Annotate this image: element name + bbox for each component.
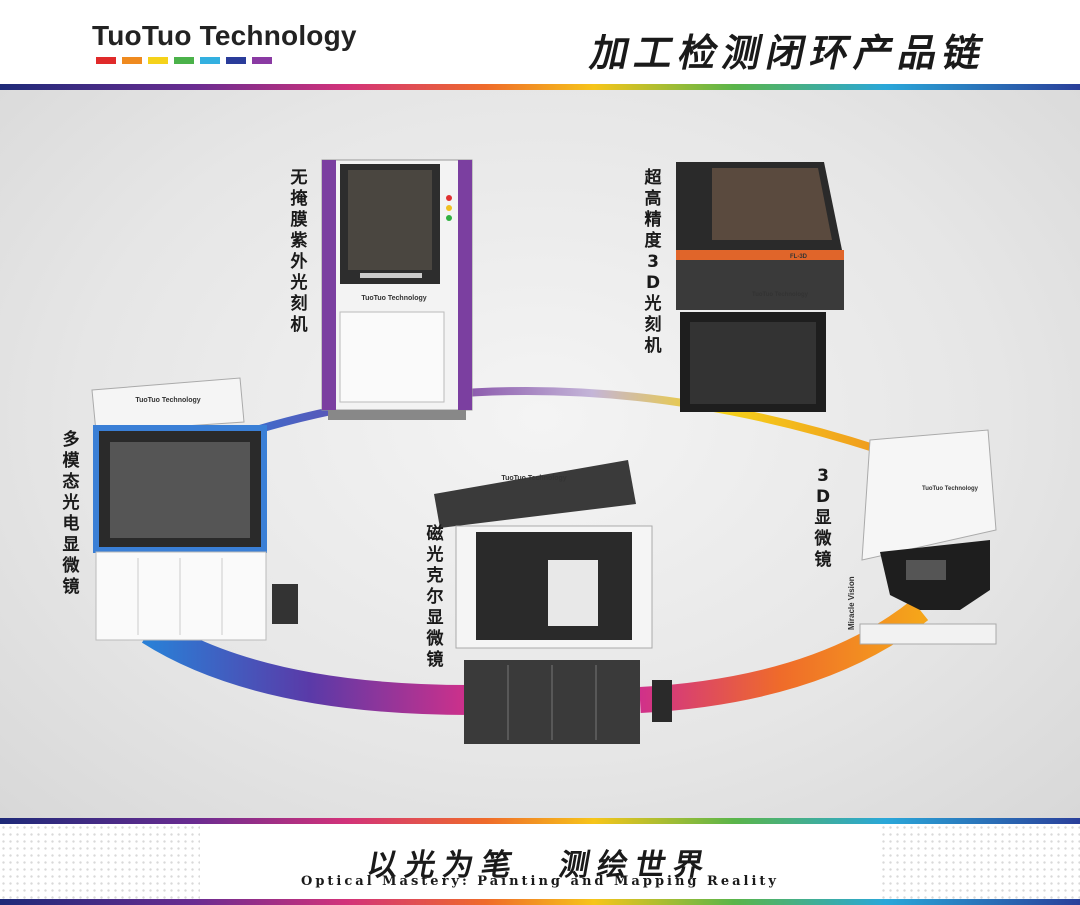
brand-color-bar-0: [96, 57, 116, 64]
brand-color-bar-4: [200, 57, 220, 64]
page-footer: 以光为笔测绘世界 Optical Mastery: Painting and M…: [0, 818, 1080, 905]
3d-microscope: TuoTuo Technology Miracle Vision: [847, 429, 997, 645]
brand-logo-text: TuoTuo Technology: [92, 20, 357, 51]
kerr-microscope: TuoTuo Technology: [434, 460, 672, 744]
label-maskless-uv-lithography: 无掩膜紫外光刻机: [290, 168, 308, 335]
micro3d-brand-mark: TuoTuo Technology: [922, 486, 979, 492]
footer-dot-pattern-left: [0, 824, 200, 904]
label-kerr-microscope: 磁光克尔显微镜: [426, 524, 444, 670]
header-rainbow-divider: [0, 84, 1080, 90]
maskless-brand-mark: TuoTuo Technology: [361, 295, 426, 302]
hp3d-brand-mark: TuoTuo Technology: [752, 292, 809, 298]
multimodal-microscope: TuoTuo Technology: [91, 377, 298, 641]
fl-model-mark: FL-3D: [790, 254, 808, 260]
brand-color-bar-6: [252, 57, 272, 64]
multimodal-brand-mark: TuoTuo Technology: [135, 397, 200, 404]
brand-color-bar-3: [174, 57, 194, 64]
kerr-brand-mark: TuoTuo Technology: [501, 475, 566, 482]
maskless-lithography-machine: TuoTuo Technology: [321, 159, 473, 420]
label-hp-3d-lithography: 超高精度3D光刻机: [644, 168, 662, 356]
footer-tagline: Optical Mastery: Painting and Mapping Re…: [301, 874, 779, 889]
miracle-vision-mark: Miracle Vision: [847, 576, 856, 630]
product-cycle-ring: TuoTuo Technology FL-3D TuoTuo Technolog…: [91, 159, 997, 744]
page-title: 加工检测闭环产品链: [586, 31, 992, 75]
hp-3d-lithography-machine: FL-3D TuoTuo Technology: [676, 162, 844, 412]
footer-rainbow-divider-top: [0, 818, 1080, 824]
label-multimodal-microscope: 多模态光电显微镜: [62, 430, 80, 597]
brand-color-bar-2: [148, 57, 168, 64]
label-3d-microscope: 3D显微镜: [814, 466, 832, 570]
brand-color-bars: [96, 57, 272, 64]
brand-color-bar-1: [122, 57, 142, 64]
footer-dot-pattern-right: [880, 824, 1080, 904]
brand-color-bar-5: [226, 57, 246, 64]
product-stage: TuoTuo Technology FL-3D TuoTuo Technolog…: [0, 90, 1080, 818]
page-header: TuoTuo Technology 加工检测闭环产品链: [0, 0, 1080, 90]
footer-rainbow-divider-bottom: [0, 899, 1080, 905]
